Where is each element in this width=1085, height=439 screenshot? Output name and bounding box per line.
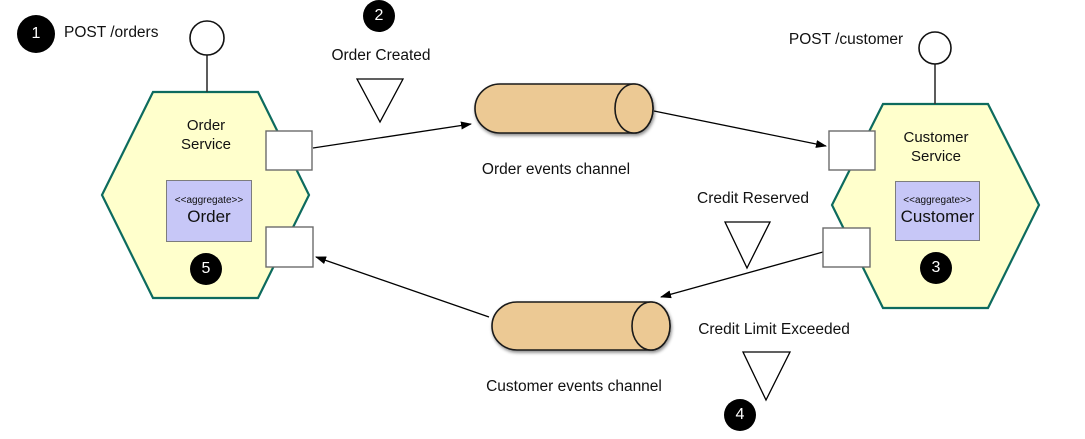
customer-service-out-port bbox=[822, 227, 871, 268]
arrow-order-channel-to-customer bbox=[653, 110, 827, 148]
order-aggregate-stereotype: <<aggregate>> bbox=[174, 195, 244, 206]
order-aggregate-name: Order bbox=[187, 207, 231, 226]
customer-service-in-port bbox=[828, 130, 876, 171]
step-badge-4: 4 bbox=[724, 399, 756, 431]
order-service-name: Order Service bbox=[180, 117, 232, 153]
label-order-events-channel: Order events channel bbox=[481, 161, 631, 178]
label-credit-limit-exceeded: Credit Limit Exceeded bbox=[698, 321, 850, 338]
order-service-out-port bbox=[265, 130, 313, 171]
event-triangle-credit-reserved bbox=[723, 221, 772, 270]
label-credit-reserved: Credit Reserved bbox=[697, 190, 809, 207]
order-events-channel-cap bbox=[614, 83, 654, 134]
order-service-provided-interface-icon bbox=[189, 20, 225, 56]
event-triangle-order-created bbox=[355, 78, 405, 124]
customer-events-channel-cap bbox=[631, 301, 671, 351]
step-badge-3: 3 bbox=[920, 252, 952, 284]
label-post-orders: POST /orders bbox=[64, 24, 159, 41]
label-order-created: Order Created bbox=[331, 47, 431, 64]
customer-aggregate-box: <<aggregate>> Customer bbox=[895, 181, 980, 241]
label-customer-events-channel: Customer events channel bbox=[486, 378, 662, 395]
arrow-customer-to-customer-channel bbox=[660, 251, 824, 299]
customer-aggregate-name: Customer bbox=[900, 207, 975, 226]
customer-aggregate-stereotype: <<aggregate>> bbox=[903, 195, 972, 206]
customer-service-name: Customer Service bbox=[903, 129, 969, 165]
customer-service-provided-interface-icon bbox=[918, 31, 952, 65]
event-triangle-credit-limit-exceeded bbox=[741, 351, 792, 402]
arrow-order-to-order-channel bbox=[312, 121, 472, 149]
step-badge-1: 1 bbox=[17, 15, 55, 53]
label-post-customer: POST /customer bbox=[788, 31, 904, 48]
order-aggregate-box: <<aggregate>> Order bbox=[166, 180, 252, 242]
arrow-customer-channel-to-order bbox=[315, 256, 490, 318]
step-badge-2: 2 bbox=[363, 0, 395, 32]
order-service-in-port bbox=[265, 226, 314, 268]
step-badge-5: 5 bbox=[190, 253, 222, 285]
